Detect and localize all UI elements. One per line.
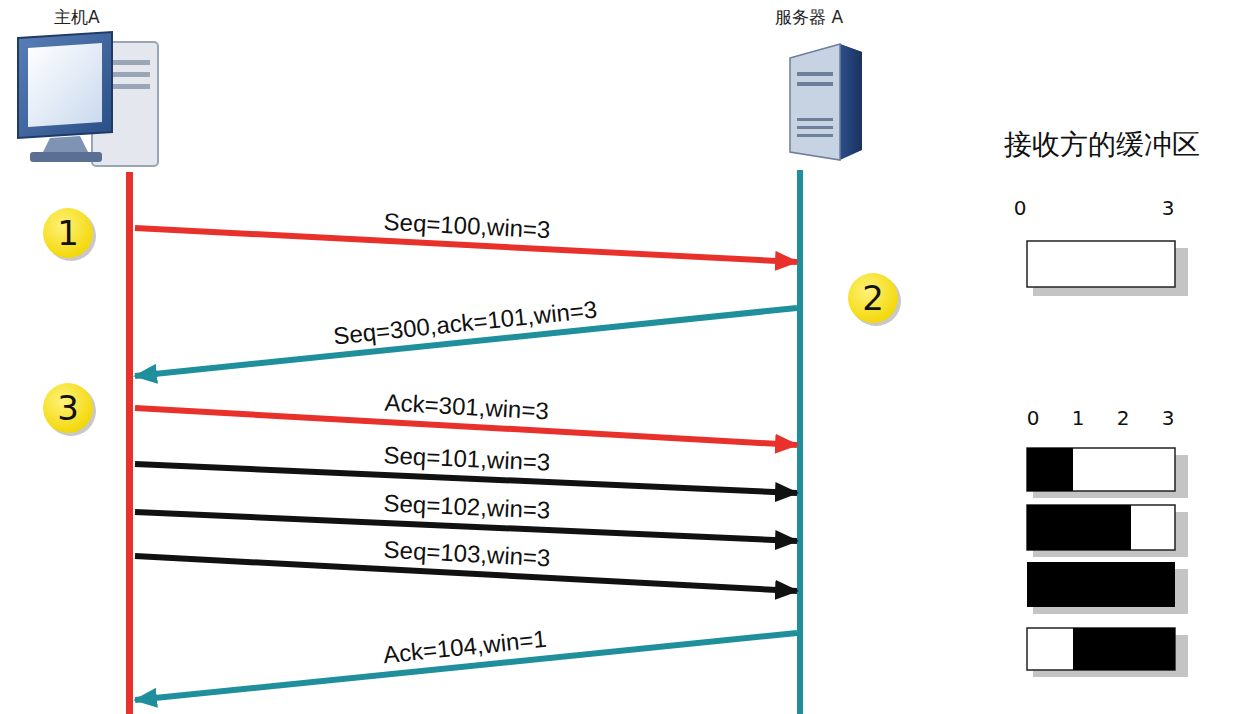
buffer-bars xyxy=(1027,241,1188,677)
server-lifeline: 服务器 A xyxy=(797,0,877,714)
callout-number: 3 xyxy=(57,388,79,428)
message-label: Seq=102,win=3 xyxy=(380,491,554,524)
participant-name: 主机A xyxy=(54,6,100,29)
message-label: Ack=301,win=3 xyxy=(381,390,552,425)
callout-number: 1 xyxy=(57,213,79,253)
buffer-index: 3 xyxy=(1162,406,1175,430)
message-label: Seq=101,win=3 xyxy=(380,443,554,476)
buffer-index: 2 xyxy=(1117,406,1130,430)
buffer-index: 3 xyxy=(1162,196,1175,220)
message-label: Seq=100,win=3 xyxy=(380,208,554,242)
buffer-index: 1 xyxy=(1072,406,1085,430)
buffer-index: 0 xyxy=(1027,406,1040,430)
buffer-index: 0 xyxy=(1014,196,1027,220)
participant-name: 服务器 A xyxy=(775,6,843,29)
computer-icon xyxy=(18,32,158,166)
server-icon xyxy=(790,44,862,160)
message-label: Seq=103,win=3 xyxy=(380,537,554,571)
lifeline xyxy=(797,170,803,714)
callout-circles xyxy=(43,208,901,436)
buffer-title: 接收方的缓冲区 xyxy=(1004,126,1200,164)
lifeline xyxy=(126,172,133,714)
callout-number: 2 xyxy=(862,278,884,318)
host-lifeline: 主机A xyxy=(10,0,135,714)
